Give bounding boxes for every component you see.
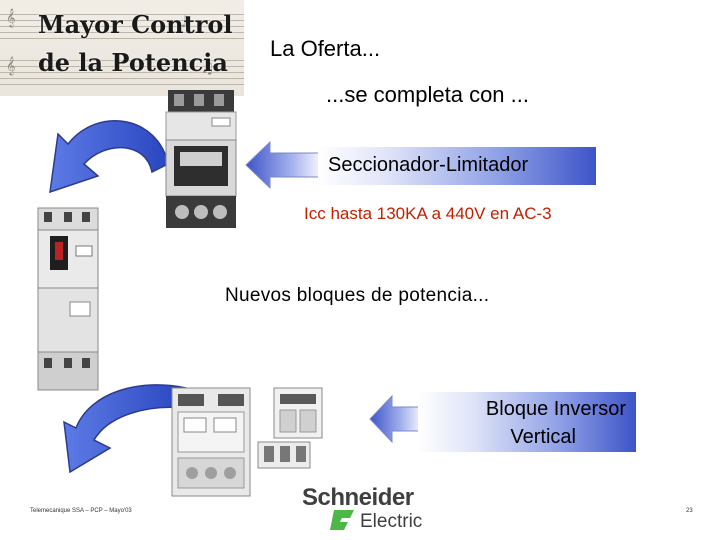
- logo-electric: Electric: [360, 511, 423, 532]
- schneider-logo-icon: [330, 510, 354, 530]
- reversing-block-image: [171, 387, 251, 497]
- footer-text: Telemecanique SSA – PCP – Mayo'03: [30, 508, 132, 514]
- inversor-label-line1: Bloque Inversor: [485, 398, 626, 420]
- seccionador-device-image: [165, 90, 237, 228]
- logo-schneider: Schneider: [302, 484, 414, 511]
- banner-title-line1: Mayor Control: [38, 10, 233, 39]
- curved-arrow-top-icon: [49, 120, 169, 194]
- nuevos-bloques-text: Nuevos bloques de potencia...: [225, 285, 490, 306]
- seccionador-box: Seccionador-Limitador: [318, 147, 596, 185]
- curved-arrow-bottom-icon: [63, 384, 187, 474]
- page-number: 23: [686, 508, 693, 514]
- motor-starter-image: [37, 207, 99, 391]
- headline-line1: La Oferta...: [270, 36, 381, 61]
- seccionador-label: Seccionador-Limitador: [328, 154, 529, 176]
- seccionador-detail: Icc hasta 130KA a 440V en AC-3: [304, 204, 552, 223]
- music-note-icon: ♪: [180, 12, 191, 31]
- arrow-left-icon: [245, 140, 324, 190]
- header-banner: 𝄞 𝄞 ♪ ♫ Mayor Control de la Potencia: [0, 0, 244, 96]
- banner-title: Mayor Control de la Potencia: [38, 6, 232, 82]
- inversor-module-image: [273, 387, 323, 439]
- inversor-label-line2: Vertical: [510, 426, 576, 448]
- headline-line2: ...se completa con ...: [326, 82, 529, 107]
- treble-clef-icon: 𝄞: [6, 56, 16, 75]
- music-note-icon: ♫: [200, 58, 215, 77]
- banner-title-line2: de la Potencia: [38, 48, 228, 77]
- arrow-left-icon: [369, 394, 424, 444]
- inversor-box: Bloque Inversor Vertical: [418, 392, 636, 452]
- inversor-module-image: [257, 441, 311, 469]
- treble-clef-icon: 𝄞: [6, 8, 16, 27]
